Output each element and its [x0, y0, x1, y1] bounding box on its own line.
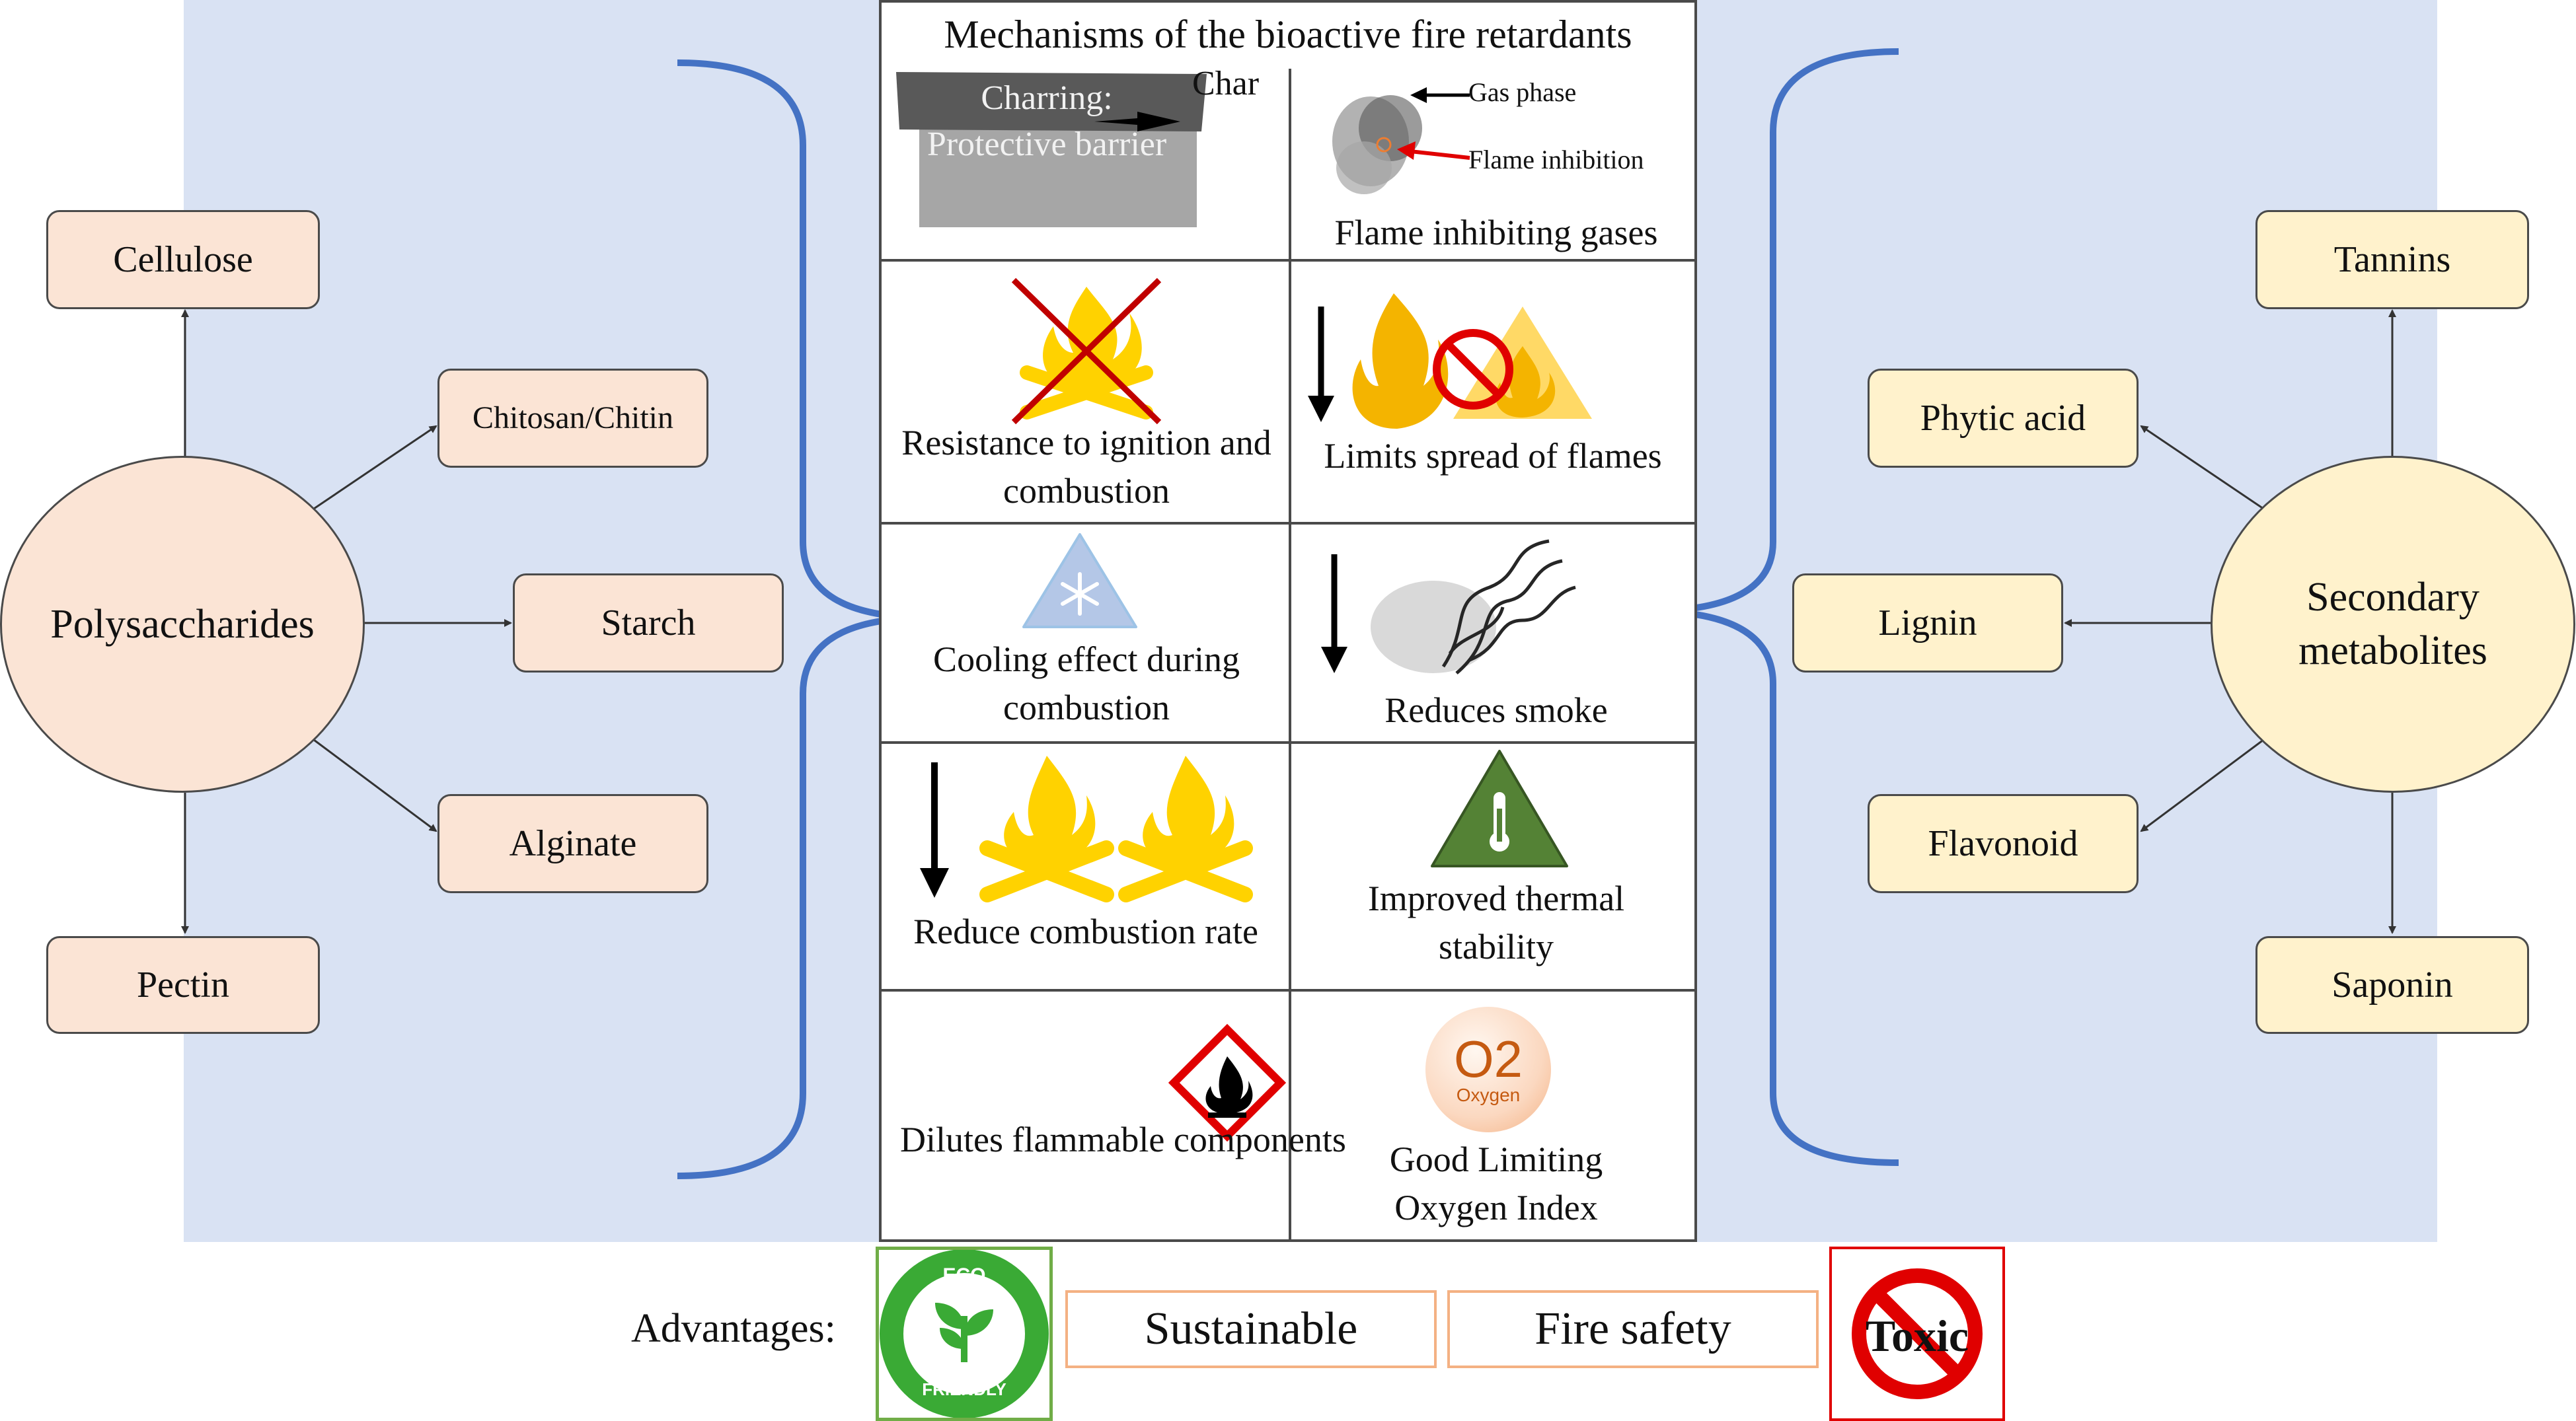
cooling-label: Cooling effect during combustion [933, 639, 1240, 727]
campfire-icon [920, 756, 1253, 902]
dilutes-label: Dilutes flammable components [900, 1120, 1346, 1159]
table-grid [882, 69, 1694, 1239]
pectin-box: Pectin [46, 936, 320, 1034]
oxygen-word: Oxygen [1456, 1085, 1521, 1105]
smoke-cloud-icon [1332, 87, 1470, 194]
thermometer-icon [1431, 750, 1568, 867]
char-label: Char [1192, 65, 1260, 102]
combustion-rate-label: Reduce combustion rate [913, 912, 1258, 951]
chitosan-box: Chitosan/Chitin [437, 369, 708, 468]
secondary-metabolites-hub: Secondary metabolites [2211, 456, 2575, 793]
phytic-acid-box: Phytic acid [1868, 369, 2139, 468]
spread-label: Limits spread of flames [1324, 436, 1662, 476]
ignition-label: Resistance to ignition and combustion [901, 423, 1271, 511]
no-flame-icon [1308, 293, 1592, 429]
sustainable-box: Sustainable [1065, 1290, 1437, 1368]
arrow-to-phytic [2140, 425, 2264, 510]
arrow-to-flavonoid [2140, 739, 2264, 832]
tannins-box: Tannins [2255, 210, 2529, 309]
loi-label: Good Limiting Oxygen Index [1389, 1140, 1603, 1227]
saponin-box: Saponin [2255, 936, 2529, 1034]
smoke-icon [1321, 539, 1576, 674]
eco-top-text: ECO [942, 1264, 986, 1286]
flame-inhibition-label: Flame inhibition [1468, 145, 1644, 174]
snowflake-icon [1022, 533, 1137, 628]
alginate-box: Alginate [437, 794, 708, 893]
smoke-label: Reduces smoke [1384, 690, 1608, 730]
oxygen-symbol: O2 [1453, 1030, 1523, 1088]
oxygen-icon: O2 Oxygen [1425, 1007, 1551, 1132]
eco-friendly-icon: ECO FRIENDLY [876, 1247, 1053, 1421]
gas-phase-label: Gas phase [1468, 77, 1577, 107]
table-title: Mechanisms of the bioactive fire retarda… [944, 13, 1632, 56]
eco-badge-graphic [880, 1250, 1049, 1418]
mechanisms-table: Mechanisms of the bioactive fire retarda… [879, 0, 1697, 1242]
charring-label: Charring: Protective barrier [927, 79, 1167, 164]
no-symbol-graphic [1852, 1268, 1983, 1399]
polysaccharides-hub: Polysaccharides [0, 456, 365, 793]
flavonoid-box: Flavonoid [1868, 794, 2139, 893]
fire-safety-box: Fire safety [1447, 1290, 1819, 1368]
lignin-box: Lignin [1792, 573, 2063, 673]
toxic-text: Toxic [1865, 1311, 1969, 1361]
starch-box: Starch [513, 573, 784, 673]
charring-icon [896, 72, 1207, 227]
no-toxic-icon: Toxic [1829, 1247, 2005, 1421]
flame-gases-label: Flame inhibiting gases [1334, 213, 1658, 252]
advantages-label: Advantages: [631, 1306, 836, 1351]
crossed-fire-icon [1011, 277, 1162, 425]
flammable-hazard-icon [1168, 1023, 1287, 1142]
arrow-to-alginate [313, 739, 437, 832]
eco-bottom-text: FRIENDLY [922, 1379, 1006, 1399]
thermal-label: Improved thermal stability [1367, 879, 1625, 966]
arrow-to-chitosan [313, 425, 437, 510]
cellulose-box: Cellulose [46, 210, 320, 309]
